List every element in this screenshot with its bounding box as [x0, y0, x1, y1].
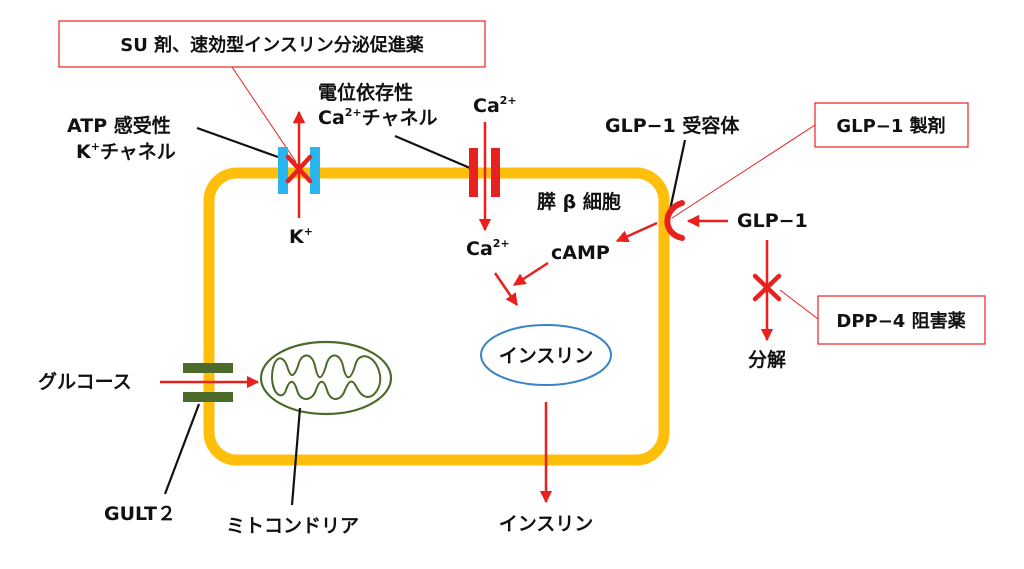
glut2-label: GULT２	[104, 503, 176, 525]
insulin-outside-label: インスリン	[499, 513, 594, 535]
su-callout-connector	[231, 66, 297, 163]
x-mark-icon	[752, 273, 782, 302]
dpp4-inhibitor-label: DPP−4 阻害薬	[836, 310, 965, 332]
vdcc-label-line2: Ca2+チャネル	[318, 106, 437, 129]
glut2-channel-bottom	[183, 392, 233, 402]
crescent-receptor-icon	[664, 200, 685, 241]
degradation-label: 分解	[748, 348, 786, 371]
glp1-agonist-label: GLP−1 製剤	[836, 115, 945, 137]
ca-ion-inside-label: Ca2+	[466, 237, 510, 260]
su-drug-callout	[58, 20, 486, 68]
k-channel-left-bar	[278, 147, 288, 194]
glp1-to-camp-arrow	[615, 221, 658, 243]
ca-ion-outside-label: Ca2+	[473, 94, 517, 117]
beta-cell-label: 膵 β 細胞	[537, 190, 621, 213]
ca-channel-left-bar	[469, 148, 478, 197]
glp1-label: GLP−1	[737, 210, 808, 232]
atp-k-channel-label-line1: ATP 感受性	[67, 114, 171, 137]
insulin-inside-label: インスリン	[499, 345, 594, 367]
x-mark-icon	[285, 154, 313, 184]
mitochondria-icon	[259, 340, 393, 416]
ca-channel-right-bar	[491, 148, 500, 197]
ca-to-insulin-arrow	[493, 272, 519, 307]
dpp4-inhibitor-callout	[817, 295, 986, 345]
camp-label: cAMP	[551, 242, 610, 264]
insulin-vesicle	[480, 324, 612, 386]
ca-channel-pointer	[394, 134, 471, 170]
glut2-pointer	[163, 403, 201, 495]
camp-to-ca-arrow	[512, 261, 549, 287]
vdcc-label-line1: 電位依存性	[318, 81, 413, 104]
cell-membrane	[203, 167, 670, 466]
mitochondria-pointer	[290, 407, 302, 506]
k-ion-label: K+	[289, 225, 313, 248]
glucose-label: グルコース	[38, 370, 132, 393]
glp1-receptor-label: GLP−1 受容体	[605, 114, 740, 137]
glp1-agonist-connector	[671, 124, 816, 219]
glut2-channel-top	[183, 363, 233, 373]
k-channel-right-bar	[310, 147, 320, 194]
k-channel-pointer	[196, 126, 279, 159]
su-drug-label: SU 剤、速効型インスリン分泌促進薬	[120, 34, 424, 56]
glp1-receptor-pointer	[668, 139, 687, 211]
dpp4-connector	[779, 289, 819, 320]
mitochondria-label: ミトコンドリア	[226, 515, 359, 537]
atp-k-channel-label-line2: K+チャネル	[76, 140, 176, 163]
